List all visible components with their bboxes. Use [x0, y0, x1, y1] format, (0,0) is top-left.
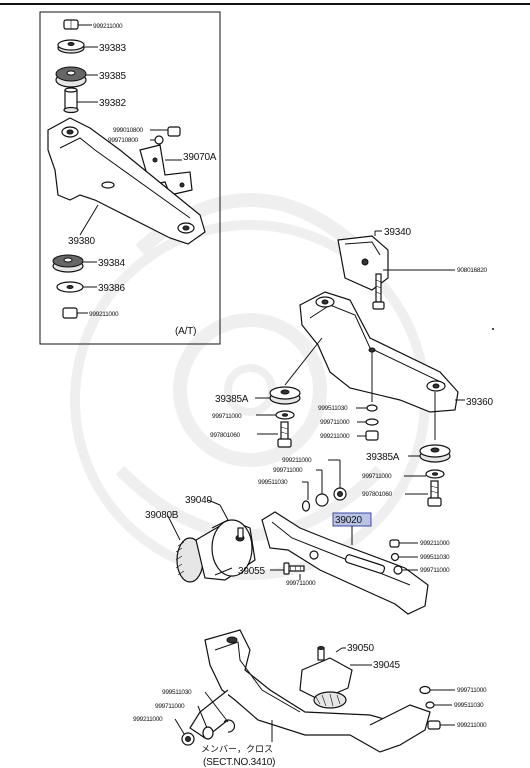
label-999711000-e: 999711000: [420, 567, 450, 574]
label-39340: 39340: [384, 227, 411, 238]
label-39386: 39386: [98, 283, 125, 294]
label-39055: 39055: [238, 566, 265, 577]
washer-icon: [365, 418, 379, 426]
label-999211000-b: 999211000: [89, 311, 119, 318]
washer-icon: [202, 726, 214, 740]
label-39380: 39380: [68, 236, 95, 247]
label-39383: 39383: [99, 43, 126, 54]
bracket-39020: [261, 511, 429, 615]
label-39045: 39045: [373, 660, 400, 671]
label-39020: 39020: [335, 515, 362, 526]
rubber-cushion-icon: [55, 66, 87, 88]
nut-icon: [427, 720, 441, 730]
label-999010800: 999010800: [113, 127, 144, 134]
label-999511030-b: 999511030: [258, 479, 288, 486]
label-39360: 39360: [466, 397, 493, 408]
label-39385A-a: 39385A: [215, 394, 249, 405]
label-39384: 39384: [98, 258, 125, 269]
label-999511030-d: 999511030: [162, 689, 192, 696]
label-member-jp: メンバー，クロス: [201, 744, 273, 754]
label-999711000-d: 999711000: [362, 473, 392, 480]
label-999511030-c: 999511030: [420, 554, 450, 561]
label-999711000-b: 999711000: [320, 419, 350, 426]
bolt-icon: [277, 421, 292, 448]
lock-washer-icon: [223, 719, 236, 733]
label-908016820: 908016820: [457, 267, 488, 274]
label-39070A: 39070A: [183, 152, 217, 163]
bolt-icon: [427, 480, 442, 507]
washer-icon: [57, 39, 85, 54]
label-999211000-e: 999211000: [420, 540, 450, 547]
washer-icon: [425, 469, 445, 479]
label-39040: 39040: [185, 495, 212, 506]
lock-washer-icon: [390, 552, 400, 562]
label-39385: 39385: [99, 71, 126, 82]
label-999211000-a: 999211000: [93, 23, 123, 30]
label-39385A-b: 39385A: [366, 452, 400, 463]
label-999511030-e: 999511030: [454, 702, 484, 709]
label-999211000-d: 999211000: [282, 457, 312, 464]
label-999711000-g: 999711000: [155, 703, 185, 710]
nut-icon: [365, 430, 379, 441]
crossmember-39360: [299, 291, 459, 413]
label-39382: 39382: [99, 98, 126, 109]
lock-washer-icon: [366, 404, 378, 412]
inset-at-box: 999211000 39383 39385 39382 99: [39, 11, 221, 345]
cross-member-frame: [189, 629, 431, 753]
rubber-cushion-icon: [269, 386, 301, 405]
nut-icon: [167, 126, 181, 137]
lock-washer-icon: [154, 135, 164, 145]
lock-washer-icon: [301, 500, 311, 512]
nut-icon: [63, 19, 79, 30]
rubber-cushion-icon: [52, 254, 84, 273]
label-999711000-h: 999711000: [457, 687, 487, 694]
lock-washer-icon: [425, 701, 435, 709]
label-999211000-c: 999211000: [320, 433, 350, 440]
nut-icon: [333, 487, 347, 501]
nut-icon: [62, 307, 78, 319]
washer-icon: [315, 493, 329, 507]
engine-mount-39050: [299, 646, 353, 709]
nut-icon: [181, 732, 195, 746]
washer-icon: [393, 565, 403, 575]
rubber-cushion-icon: [419, 444, 451, 463]
label-999711000-a: 999711000: [212, 413, 242, 420]
label-39080B: 39080B: [145, 510, 179, 521]
bolt-icon: [283, 562, 305, 575]
label-999710800: 999710800: [108, 137, 139, 144]
engine-mount-39040: [175, 519, 256, 583]
label-999511030-a: 999511030: [318, 405, 348, 412]
label-997801060-b: 997801060: [362, 491, 393, 498]
inset-note: (A/T): [175, 326, 196, 337]
dot-mark: [492, 328, 494, 330]
label-999211000-f: 999211000: [133, 716, 163, 723]
label-997801060-a: 997801060: [210, 432, 241, 439]
nut-icon: [389, 539, 400, 548]
washer-icon: [419, 685, 431, 695]
crossmember-icon: [47, 117, 206, 245]
label-999711000-c: 999711000: [273, 467, 303, 474]
spacer-collar-icon: [63, 87, 79, 114]
washer-icon: [56, 281, 84, 293]
bolt-icon: [372, 273, 385, 310]
label-39050: 39050: [347, 643, 374, 654]
label-sect-no: (SECT.NO.3410): [203, 757, 275, 768]
label-999211000-g: 999211000: [457, 722, 487, 729]
washer-icon: [275, 410, 295, 420]
label-999711000-f: 999711000: [286, 580, 316, 587]
